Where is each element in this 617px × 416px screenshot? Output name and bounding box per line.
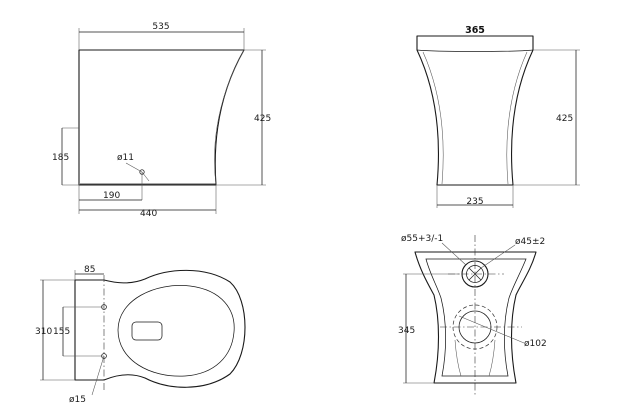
dim-inlet-diameter-label: ø11 bbox=[117, 153, 134, 163]
dim-base-length-label: 440 bbox=[140, 209, 157, 219]
dim-fixing-hole-label: ø15 bbox=[69, 395, 86, 405]
dim-inlet-diameter-label-rear: ø45±2 bbox=[515, 237, 545, 247]
front-view-outline bbox=[416, 35, 534, 186]
side-view: 535 425 185 ø11 190 440 bbox=[52, 22, 271, 219]
dim-fixing-offset-label: 85 bbox=[84, 265, 95, 275]
dim-inlet-offset-label: 190 bbox=[103, 191, 120, 201]
rear-inlet-inner bbox=[466, 265, 484, 283]
dim-pipe-outer-label: ø55+3/-1 bbox=[401, 234, 443, 244]
dim-front-width-label: 365 bbox=[465, 25, 485, 36]
front-view: 365 425 235 bbox=[416, 25, 580, 208]
dim-fixing-spacing-label: 155 bbox=[53, 327, 70, 337]
bowl-inner-outline bbox=[117, 285, 235, 377]
dim-side-height-label: 425 bbox=[254, 114, 271, 124]
rear-view: ø55+3/-1 ø45±2 345 ø102 bbox=[398, 234, 547, 395]
dim-outlet-height-label: 345 bbox=[398, 326, 415, 336]
dim-total-width-label: 310 bbox=[35, 327, 52, 337]
rear-view-outline bbox=[414, 251, 537, 384]
dim-front-base-label: 235 bbox=[466, 197, 483, 207]
rear-outlet bbox=[458, 310, 492, 344]
rear-outlet-hidden bbox=[452, 304, 498, 350]
side-view-outline bbox=[78, 49, 245, 186]
dim-front-height-label: 425 bbox=[556, 114, 573, 124]
dim-inlet-height-label: 185 bbox=[52, 153, 69, 163]
top-view: 85 310 155 ø15 bbox=[35, 265, 246, 405]
top-view-outline bbox=[74, 269, 246, 388]
rear-inlet-outer bbox=[461, 260, 489, 288]
rear-view-inner-outline bbox=[425, 258, 527, 377]
dim-side-width-label: 535 bbox=[152, 22, 169, 32]
dim-outlet-diameter-label: ø102 bbox=[524, 339, 547, 349]
drain-outlet bbox=[131, 321, 163, 341]
